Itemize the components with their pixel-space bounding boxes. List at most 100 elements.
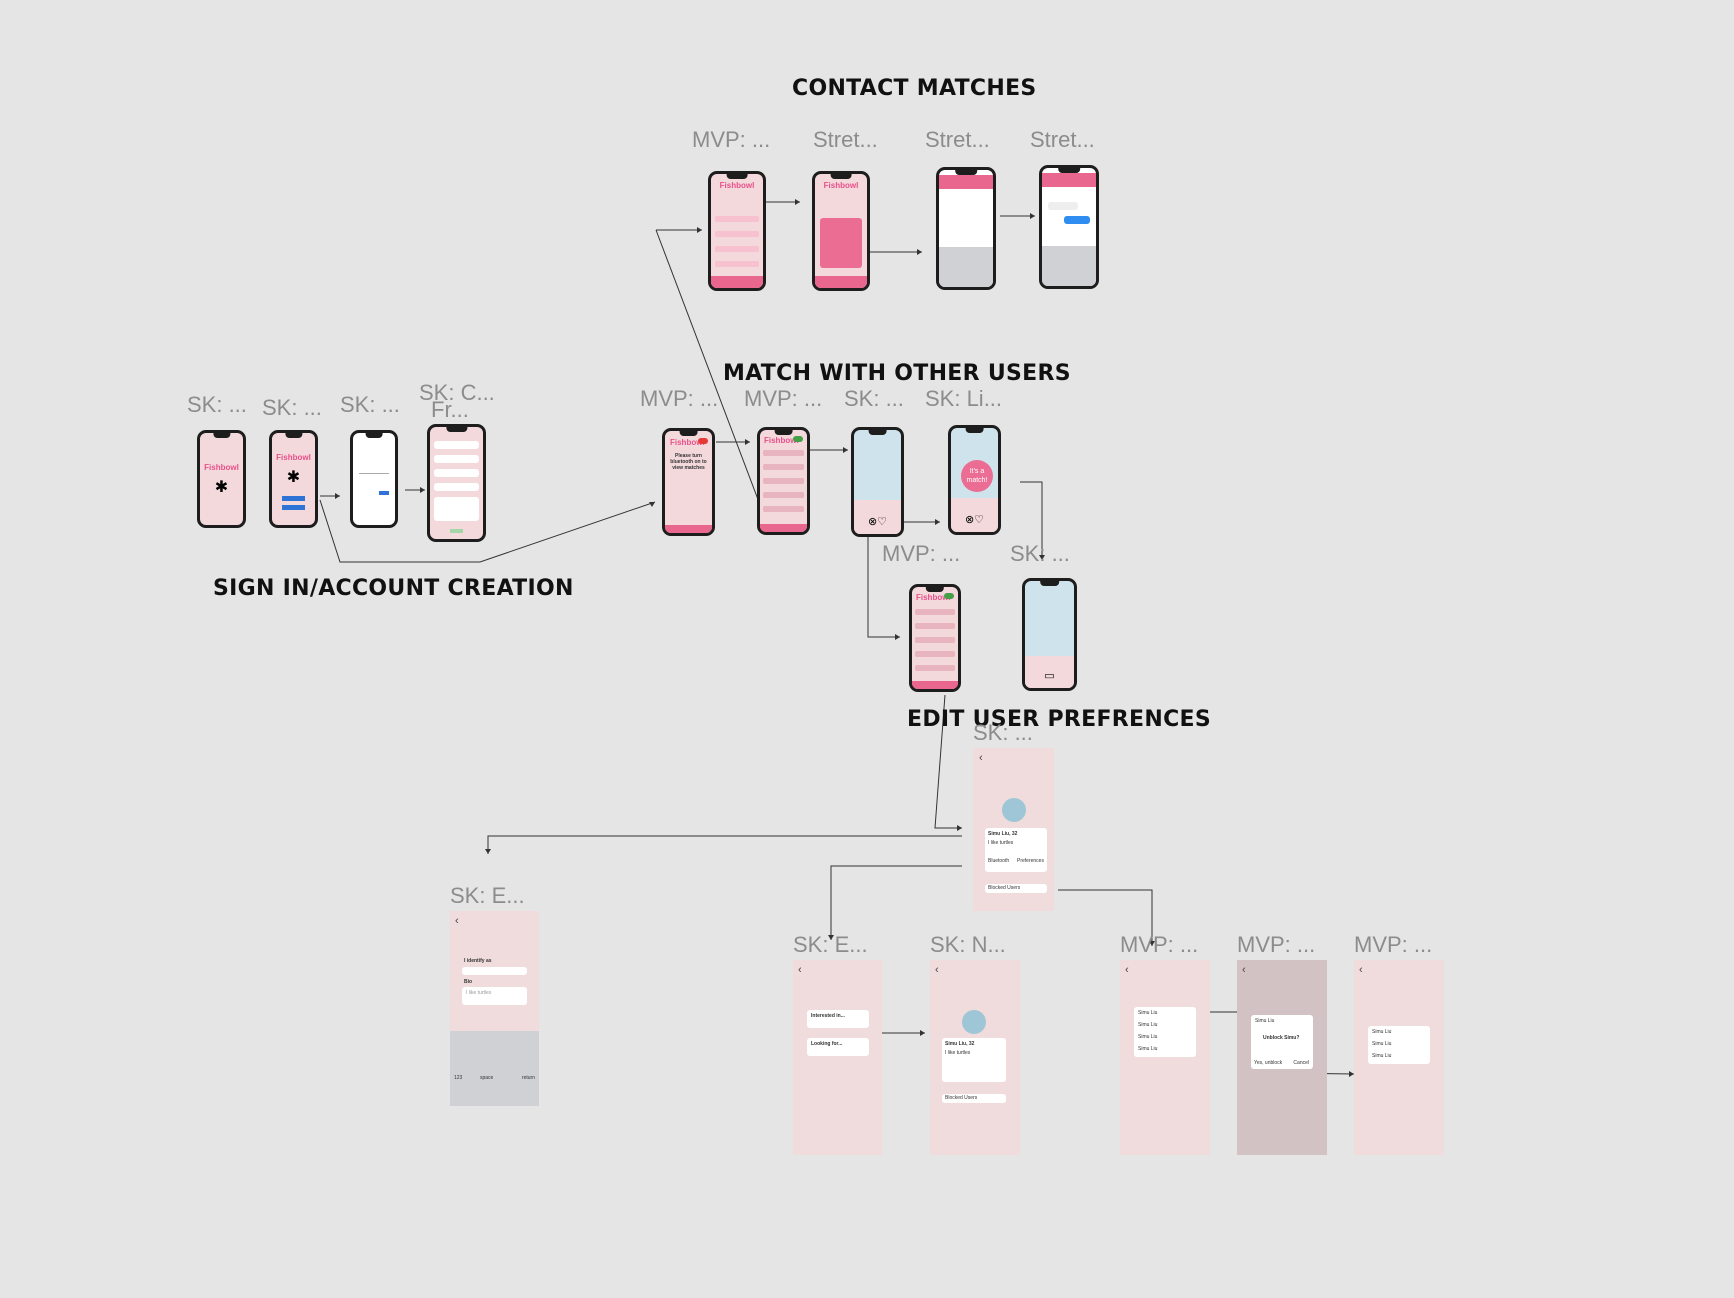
blocked-users-label: Blocked Users (988, 885, 1021, 891)
tab-bar[interactable] (711, 276, 763, 288)
blocked-users-button[interactable]: Blocked Users (985, 884, 1047, 893)
phone-frame-profile-swipe[interactable]: ⊗ ♡ (851, 427, 904, 537)
back-icon[interactable]: ‹ (1359, 964, 1363, 976)
profile-footer (1025, 656, 1074, 688)
phone-frame-matches-list[interactable]: Fishbowl (909, 584, 961, 692)
tab-bar[interactable] (760, 524, 807, 532)
submit-button[interactable] (450, 529, 463, 533)
keyboard[interactable] (939, 247, 993, 287)
looking-for-card[interactable]: Looking for... (807, 1038, 869, 1056)
list-item[interactable] (915, 609, 955, 615)
heart-icon[interactable]: ♡ (974, 514, 984, 526)
back-icon[interactable]: ‹ (1242, 964, 1246, 976)
phone-frame-chat-sent[interactable] (1039, 165, 1099, 289)
phone-frame-contact-popup[interactable]: Fishbowl (812, 171, 870, 291)
phone-frame-bluetooth-off[interactable]: Fishbowl Please turn bluetooth on to vie… (662, 428, 715, 536)
tab-bar[interactable] (912, 681, 958, 689)
list-item[interactable] (763, 478, 804, 484)
list-item[interactable] (715, 216, 759, 222)
birthday-field[interactable] (434, 483, 479, 491)
next-button[interactable] (379, 491, 389, 495)
bio-field[interactable] (434, 497, 479, 521)
preferences-label[interactable]: Preferences (1017, 858, 1044, 864)
phone-frame-nearby-list[interactable]: Fishbowl (757, 427, 810, 535)
space-key[interactable]: space (480, 1075, 494, 1081)
phone-frame-its-a-match[interactable]: It's a match! ⊗ ♡ (948, 425, 1001, 535)
first-name-field[interactable] (434, 441, 479, 449)
screen-preferences[interactable]: ‹ Interested in... Looking for... (793, 960, 882, 1155)
list-item[interactable] (715, 261, 759, 267)
sign-in-button[interactable] (282, 496, 305, 501)
back-icon[interactable]: ‹ (1125, 964, 1129, 976)
list-item[interactable]: Simu Liu (1138, 1022, 1158, 1028)
list-item[interactable] (915, 637, 955, 643)
screen-profile[interactable]: ‹ Simu Liu, 32 I like turtles Bluetooth … (973, 748, 1054, 911)
list-item[interactable]: Simu Liu (1372, 1053, 1392, 1059)
phone-frame-match-profile[interactable]: ▭ (1022, 578, 1077, 691)
list-item[interactable]: Simu Liu (1138, 1034, 1158, 1040)
list-item[interactable] (715, 246, 759, 252)
heart-icon[interactable]: ♡ (877, 516, 887, 528)
chat-icon[interactable]: ▭ (1044, 670, 1055, 682)
back-icon[interactable]: ‹ (798, 964, 802, 976)
bluetooth-icon: ✱ (286, 469, 301, 486)
list-item[interactable] (915, 623, 955, 629)
list-item[interactable] (915, 665, 955, 671)
screen-blocked-list-updated[interactable]: ‹ Simu Liu Simu Liu Simu Liu (1354, 960, 1444, 1155)
interested-in-card[interactable]: Interested in... (807, 1010, 869, 1028)
list-item[interactable] (763, 506, 804, 512)
identity-chips[interactable] (462, 967, 527, 975)
email-field[interactable] (359, 473, 389, 474)
close-icon[interactable]: ⊗ (965, 514, 975, 526)
bluetooth-toggle[interactable] (944, 593, 954, 599)
back-icon[interactable]: ‹ (455, 915, 459, 927)
list-item[interactable]: Simu Liu (1372, 1029, 1392, 1035)
list-item[interactable]: Simu Liu (1138, 1010, 1158, 1016)
screen-profile-updated[interactable]: ‹ Simu Liu, 32 I like turtles Blocked Us… (930, 960, 1020, 1155)
bio-placeholder: I like turtles (466, 990, 492, 996)
contact-card[interactable] (820, 218, 862, 268)
phone-frame-google-sign-in[interactable] (350, 430, 398, 528)
avatar[interactable] (962, 1010, 986, 1034)
list-item[interactable] (715, 231, 759, 237)
close-icon[interactable]: ⊗ (868, 516, 878, 528)
bio-field[interactable]: I like turtles (462, 987, 527, 1005)
phone-frame-create-account[interactable] (427, 424, 486, 542)
blocked-users-button[interactable]: Blocked Users (942, 1094, 1006, 1103)
sign-up-button[interactable] (282, 505, 305, 510)
last-name-field[interactable] (434, 455, 479, 463)
back-icon[interactable]: ‹ (979, 752, 983, 764)
chat-header (1042, 173, 1096, 187)
bluetooth-toggle[interactable] (793, 436, 803, 442)
unblock-cancel-button[interactable]: Cancel (1293, 1060, 1309, 1066)
phone-frame-contacts-list[interactable]: Fishbowl (708, 171, 766, 291)
numbers-key[interactable]: 123 (454, 1075, 463, 1081)
unblock-yes-button[interactable]: Yes, unblock (1254, 1060, 1283, 1066)
frame-label: MVP: ... (882, 541, 961, 566)
screen-blocked-list[interactable]: ‹ Simu Liu Simu Liu Simu Liu Simu Liu (1120, 960, 1210, 1155)
profile-name: Simu Liu, 32 (988, 831, 1018, 837)
keyboard[interactable] (1042, 246, 1096, 286)
screen-unblock-dialog[interactable]: ‹ Simu Liu Unblock Simu? Yes, unblock Ca… (1237, 960, 1327, 1155)
back-icon[interactable]: ‹ (935, 964, 939, 976)
list-item[interactable] (763, 464, 804, 470)
list-item[interactable] (763, 450, 804, 456)
list-item[interactable]: Simu Liu (1372, 1041, 1392, 1047)
list-item[interactable]: Simu Liu (1138, 1046, 1158, 1052)
avatar[interactable] (1002, 798, 1026, 822)
list-item[interactable] (763, 492, 804, 498)
blocked-users-label: Blocked Users (945, 1095, 978, 1101)
phone-frame-sign-in[interactable]: Fishbowl ✱ (269, 430, 318, 528)
return-key[interactable]: return (521, 1075, 535, 1081)
phone-field[interactable] (434, 469, 479, 477)
tab-bar[interactable] (665, 525, 712, 533)
keyboard[interactable]: space return 123 (450, 1031, 539, 1106)
list-item[interactable] (915, 651, 955, 657)
phone-frame-chat[interactable] (936, 167, 996, 290)
brand-logo: Fishbowl (204, 463, 239, 472)
tab-bar[interactable] (815, 276, 867, 288)
bluetooth-toggle[interactable] (698, 438, 708, 444)
screen-edit-bio[interactable]: ‹ I identify as Bio I like turtles space… (450, 911, 539, 1106)
frame-label: SK: Li... (925, 386, 1003, 411)
